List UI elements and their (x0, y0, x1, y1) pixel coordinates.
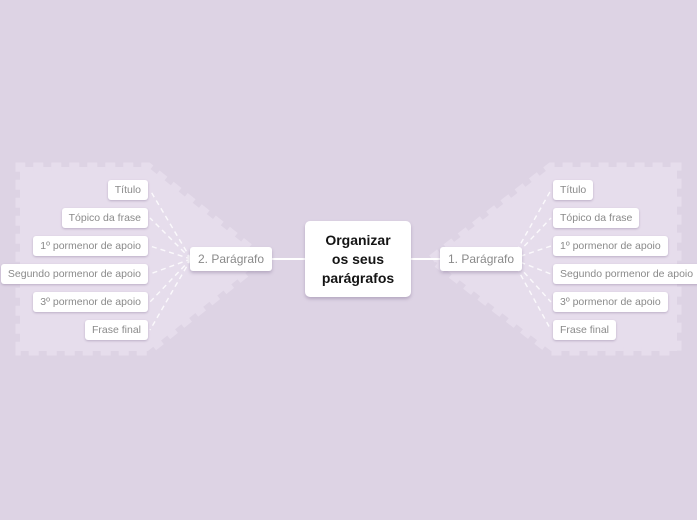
central-topic-node[interactable]: Organizar os seus parágrafos (305, 221, 411, 297)
subtopic-node[interactable]: Frase final (84, 320, 148, 340)
subtopic-node[interactable]: Segundo pormenor de apoio (553, 264, 697, 284)
branch-node-paragrafo-2[interactable]: 2. Parágrafo (190, 247, 273, 271)
dashed-connectors-left (149, 189, 192, 331)
subtopic-node[interactable]: Tópico da frase (553, 208, 640, 228)
subtopic-node[interactable]: Título (553, 180, 594, 200)
subtopic-node[interactable]: 1º pormenor de apoio (553, 236, 668, 256)
subtopic-column-left: Título Tópico da frase 1º pormenor de ap… (0, 180, 148, 340)
subtopic-node[interactable]: Frase final (553, 320, 617, 340)
subtopic-node[interactable]: 3º pormenor de apoio (33, 292, 148, 312)
subtopic-node[interactable]: 1º pormenor de apoio (33, 236, 148, 256)
subtopic-node[interactable]: Título (107, 180, 148, 200)
subtopic-node[interactable]: Segundo pormenor de apoio (0, 264, 148, 284)
subtopic-node[interactable]: 3º pormenor de apoio (553, 292, 668, 312)
branch-node-paragrafo-1[interactable]: 1. Parágrafo (440, 247, 523, 271)
subtopic-column-right: Título Tópico da frase 1º pormenor de ap… (553, 180, 697, 340)
subtopic-node[interactable]: Tópico da frase (61, 208, 148, 228)
